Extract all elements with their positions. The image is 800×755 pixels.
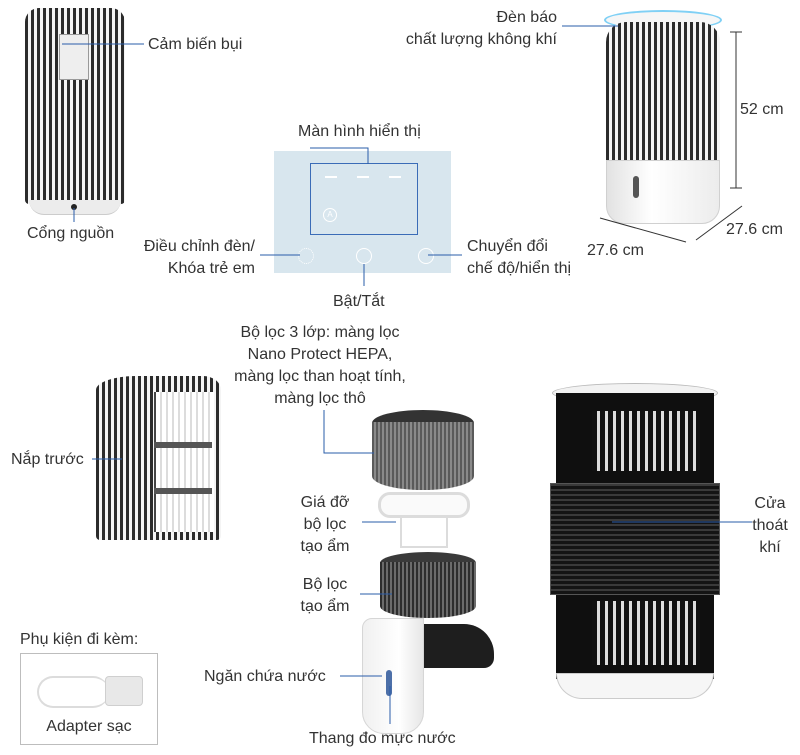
adapter-box: [20, 653, 158, 745]
air-outlet-grille: [550, 483, 720, 595]
label-water-gauge: Thang đo mực nước: [309, 730, 456, 747]
purifier-front-view: [604, 10, 722, 224]
label-front-cover: Nắp trước: [11, 451, 84, 468]
label-power-button: Bật/Tắt: [333, 293, 385, 310]
label-humid-filter-1: Bộ lọc: [302, 576, 348, 593]
label-holder-2: bộ lọc: [303, 516, 347, 533]
water-tank: [362, 618, 496, 736]
label-air-quality-light-1: Đèn báo: [496, 9, 558, 26]
label-light-lock-2: Khóa trẻ em: [167, 260, 255, 277]
adapter-plug-icon: [105, 676, 143, 706]
label-filter-3: màng lọc than hoạt tính,: [234, 368, 406, 385]
dimension-height: 52 cm: [740, 101, 784, 118]
label-outlet-3: khí: [759, 539, 781, 556]
label-light-lock-1: Điều chỉnh đèn/: [143, 238, 255, 255]
humidifier-filter: [380, 552, 476, 620]
front-cover: [96, 376, 221, 542]
label-holder-3: tạo ẩm: [300, 538, 350, 555]
label-outlet-1: Cửa: [754, 495, 786, 512]
label-filter-4: màng lọc thô: [274, 390, 366, 407]
label-filter-1: Bộ lọc 3 lớp: màng lọc: [240, 324, 400, 341]
power-port-dot: [71, 204, 77, 210]
water-level-gauge: [386, 670, 392, 696]
label-outlet-2: thoát: [752, 517, 788, 534]
power-button-icon: [356, 248, 372, 264]
light-lock-button-icon: [298, 248, 314, 264]
label-holder-1: Giá đỡ: [300, 494, 350, 511]
mode-button-icon: [418, 248, 434, 264]
three-layer-filter: [372, 410, 474, 496]
label-air-quality-light-2: chất lượng không khí: [405, 31, 557, 48]
display-screen: A: [310, 163, 418, 235]
purifier-open-view: [550, 383, 720, 699]
label-adapter: Adapter sạc: [46, 718, 132, 735]
control-panel: A: [274, 151, 451, 273]
purifier-back-view: [25, 8, 125, 215]
label-water-tank: Ngăn chứa nước: [204, 668, 326, 685]
label-accessories: Phụ kiện đi kèm:: [20, 631, 139, 648]
filter-holder: [378, 492, 470, 550]
dimension-width: 27.6 cm: [587, 242, 644, 259]
label-humid-filter-2: tạo ẩm: [300, 598, 350, 615]
adapter-cable-icon: [37, 676, 109, 708]
label-display: Màn hình hiển thị: [298, 123, 421, 140]
label-power-port: Cổng nguồn: [27, 225, 115, 242]
dust-sensor-window: [59, 34, 89, 80]
label-dust-sensor: Cảm biến bụi: [148, 36, 243, 53]
auto-mode-icon: A: [323, 208, 337, 222]
label-mode-2: chế độ/hiển thị: [467, 260, 572, 277]
label-mode-1: Chuyển đổi: [467, 238, 548, 255]
dimension-depth: 27.6 cm: [726, 221, 783, 238]
label-filter-2: Nano Protect HEPA,: [247, 346, 393, 363]
